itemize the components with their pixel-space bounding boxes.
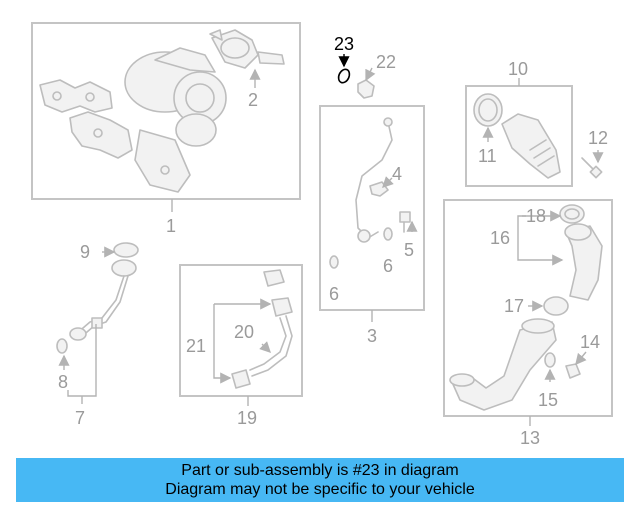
bolt-part-5[interactable] — [399, 211, 411, 233]
gasket-part-9[interactable] — [113, 242, 139, 258]
actuator-part[interactable] — [209, 29, 285, 69]
callout-15[interactable]: 15 — [538, 390, 558, 410]
part-23-group: 23 — [334, 34, 354, 84]
banner-line-1: Part or sub-assembly is #23 in diagram — [181, 462, 459, 479]
leader-16 — [517, 215, 564, 266]
hose-part-16[interactable] — [564, 223, 603, 301]
intake-pipe-group: 18 16 17 14 15 13 — [443, 199, 613, 448]
turbocharger-part[interactable] — [39, 47, 227, 193]
callout-23[interactable]: 23 — [334, 34, 354, 54]
washer-part-6b[interactable] — [383, 227, 393, 241]
callout-10[interactable]: 10 — [508, 59, 528, 79]
oil-return-line-part[interactable] — [69, 259, 137, 341]
callout-18[interactable]: 18 — [526, 206, 546, 226]
callout-8[interactable]: 8 — [58, 372, 68, 392]
intake-pipe-part[interactable] — [449, 318, 557, 411]
part-22-group: 22 — [357, 52, 396, 99]
callout-17[interactable]: 17 — [504, 296, 524, 316]
connector-part-21-bottom[interactable] — [231, 369, 251, 389]
callout-20[interactable]: 20 — [234, 322, 254, 342]
callout-1[interactable]: 1 — [166, 216, 176, 236]
callout-6a[interactable]: 6 — [329, 284, 339, 304]
callout-11[interactable]: 11 — [478, 146, 497, 166]
callout-16[interactable]: 16 — [490, 228, 510, 248]
washer-part-15[interactable] — [544, 352, 556, 368]
leader-4 — [382, 176, 394, 188]
washer-part-6a[interactable] — [329, 255, 339, 269]
callout-22[interactable]: 22 — [376, 52, 396, 72]
connector-part-21-top[interactable] — [263, 269, 293, 317]
bolt-part-14[interactable] — [565, 363, 581, 379]
callout-2[interactable]: 2 — [248, 90, 258, 110]
callout-3[interactable]: 3 — [367, 326, 377, 346]
callout-21[interactable]: 21 — [186, 336, 206, 356]
leader-14 — [575, 351, 587, 366]
callout-12[interactable]: 12 — [588, 128, 608, 148]
callout-13[interactable]: 13 — [520, 428, 540, 448]
washer-part-8[interactable] — [56, 338, 68, 354]
oil-return-group: 9 8 7 — [56, 242, 139, 428]
clamp-part-18[interactable] — [559, 204, 585, 224]
leader-22 — [365, 67, 376, 82]
callout-9[interactable]: 9 — [80, 242, 90, 262]
callout-4[interactable]: 4 — [392, 164, 402, 184]
callout-6b[interactable]: 6 — [383, 256, 393, 276]
oil-line-box — [319, 105, 425, 311]
oil-line-group: 4 5 6 6 3 — [319, 105, 425, 346]
callout-14[interactable]: 14 — [580, 332, 600, 352]
callout-19[interactable]: 19 — [237, 408, 257, 428]
clamp-part-17[interactable] — [543, 296, 569, 316]
turbocharger-group: 2 1 — [31, 22, 301, 236]
plug-part-22[interactable] — [357, 79, 375, 99]
callout-7[interactable]: 7 — [75, 408, 85, 428]
hose-part-20[interactable] — [249, 315, 293, 377]
banner-line-2: Diagram may not be specific to your vehi… — [165, 481, 475, 498]
leader-20 — [259, 341, 271, 353]
info-banner: Part or sub-assembly is #23 in diagram D… — [16, 458, 624, 502]
bolt-part-12[interactable] — [581, 157, 603, 179]
hose-part[interactable] — [501, 113, 561, 179]
o-ring-part-23[interactable] — [337, 68, 352, 85]
leader-21-bottom — [213, 304, 232, 384]
breather-group: 21 20 19 — [179, 264, 303, 428]
hose-group: 11 10 — [465, 59, 573, 187]
callout-5[interactable]: 5 — [404, 240, 414, 260]
part-12-group: 12 — [581, 128, 608, 179]
